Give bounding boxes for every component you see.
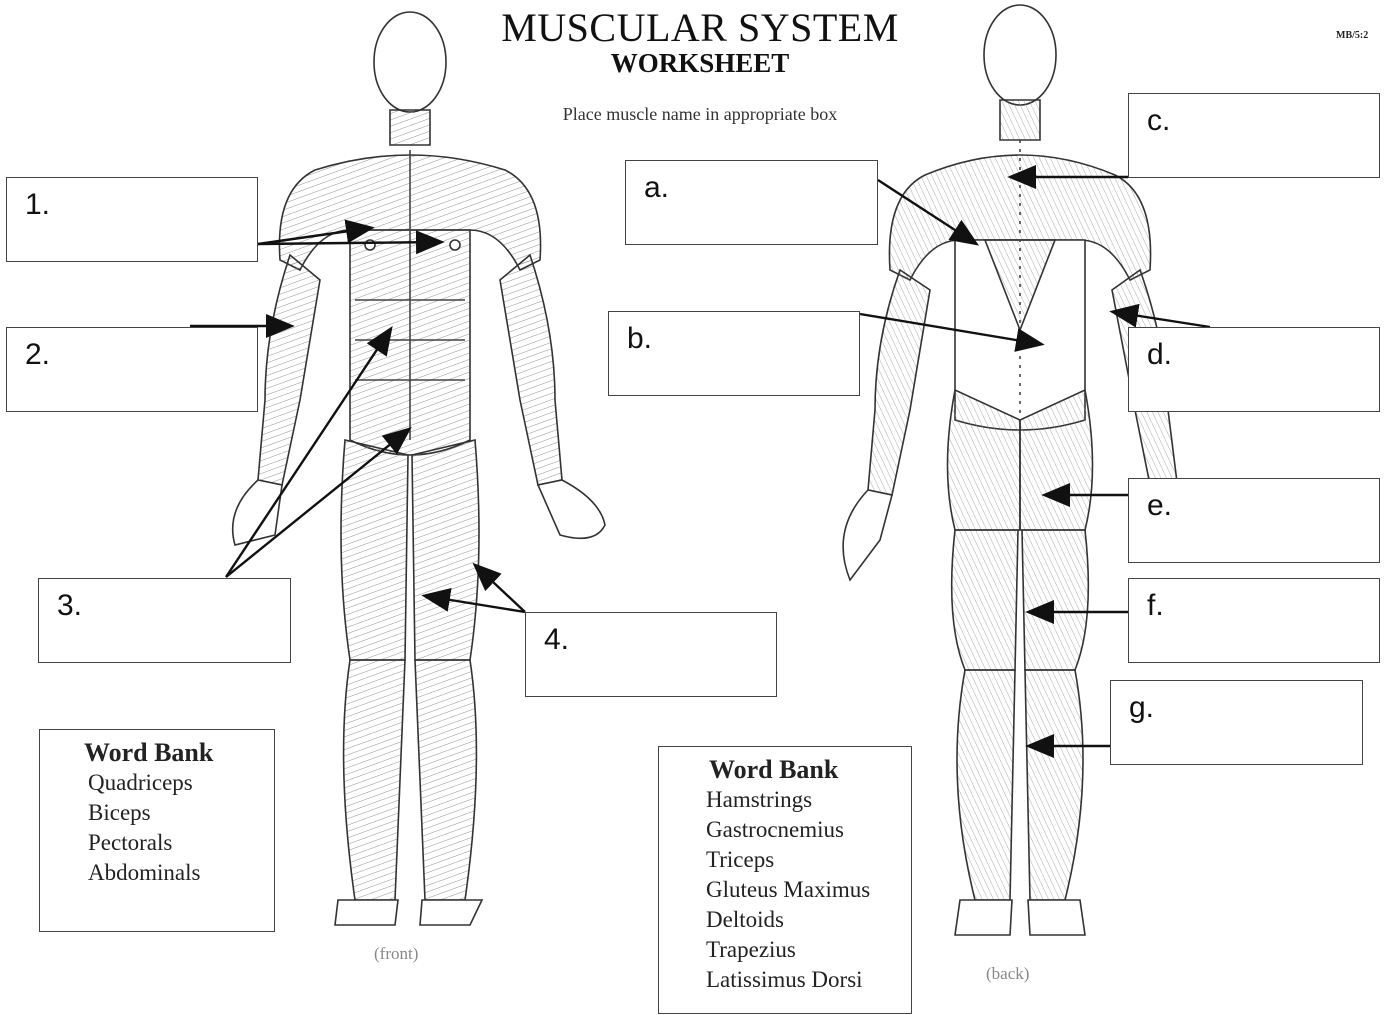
answer-box-d[interactable]: d. [1128,327,1380,412]
answer-box-3[interactable]: 3. [38,578,291,663]
answer-label-f: f. [1147,589,1164,623]
answer-box-c[interactable]: c. [1128,93,1380,178]
answer-label-g: g. [1129,691,1154,725]
word-bank-back-item: Triceps [706,845,911,875]
answer-label-e: e. [1147,489,1172,523]
answer-label-b: b. [627,322,652,356]
answer-label-4: 4. [544,623,569,657]
word-bank-back-item: Gastrocnemius [706,815,911,845]
answer-label-2: 2. [25,338,50,372]
back-caption: (back) [986,964,1029,984]
answer-label-d: d. [1147,338,1172,372]
word-bank-front: Word Bank Quadriceps Biceps Pectorals Ab… [39,729,275,932]
word-bank-back-heading: Word Bank [709,755,911,785]
answer-box-e[interactable]: e. [1128,478,1380,563]
answer-label-3: 3. [57,589,82,623]
word-bank-front-heading: Word Bank [84,738,274,768]
word-bank-back-item: Hamstrings [706,785,911,815]
front-body-figure [233,12,605,925]
word-bank-front-item: Biceps [88,798,274,828]
answer-label-1: 1. [25,188,50,222]
answer-box-a[interactable]: a. [625,160,878,245]
answer-box-4[interactable]: 4. [525,612,777,697]
word-bank-back-item: Gluteus Maximus [706,875,911,905]
page-title: MUSCULAR SYSTEM [480,4,920,51]
page-subtitle: WORKSHEET [480,48,920,79]
word-bank-back-item: Trapezius [706,935,911,965]
worksheet-code: MB/5:2 [1336,30,1368,41]
answer-box-1[interactable]: 1. [6,177,258,262]
front-caption: (front) [374,944,418,964]
instruction-text: Place muscle name in appropriate box [480,104,920,125]
answer-box-f[interactable]: f. [1128,578,1380,663]
word-bank-front-item: Quadriceps [88,768,274,798]
answer-box-g[interactable]: g. [1110,680,1363,765]
word-bank-back-item: Latissimus Dorsi [706,965,911,995]
word-bank-back: Word Bank Hamstrings Gastrocnemius Trice… [658,746,912,1014]
word-bank-front-item: Pectorals [88,828,274,858]
answer-label-c: c. [1147,104,1170,138]
word-bank-front-item: Abdominals [88,858,274,888]
word-bank-back-item: Deltoids [706,905,911,935]
answer-box-b[interactable]: b. [608,311,860,396]
answer-label-a: a. [644,171,669,205]
answer-box-2[interactable]: 2. [6,327,258,412]
